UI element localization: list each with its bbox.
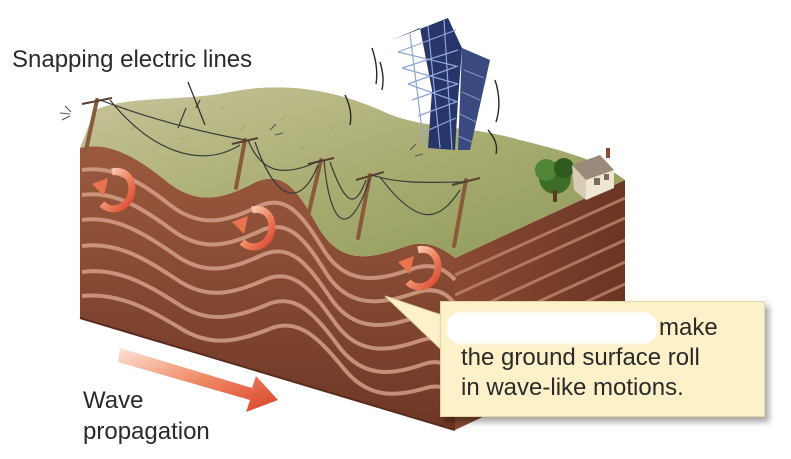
callout-line-3: in wave-like motions. — [461, 374, 684, 401]
snapping-wires — [99, 99, 467, 220]
ground-surface — [80, 87, 625, 258]
roll-arrow-icon — [232, 205, 276, 251]
snapping-lines-label: Snapping electric lines — [12, 46, 253, 73]
redaction-mark — [447, 312, 657, 344]
roll-arrow-icon — [92, 167, 136, 213]
shake-lines — [344, 47, 500, 155]
callout-box: make the ground surface roll in wave-lik… — [440, 301, 765, 417]
spark-icon — [59, 105, 424, 157]
wave-label-line-1: Wave — [83, 387, 144, 414]
house-icon — [572, 148, 614, 200]
callout-line-1: make — [659, 314, 718, 341]
block-front-face — [80, 146, 455, 430]
wave-label-line-2: propagation — [83, 418, 210, 445]
grass-texture — [129, 106, 575, 201]
wave-propagation-arrow — [118, 348, 278, 412]
building-icon — [392, 18, 490, 151]
callout-line-2: the ground surface roll — [461, 344, 700, 371]
tree-icon — [535, 158, 574, 202]
wave-propagation-label: Wave propagation — [83, 385, 210, 447]
roll-arrow-icon — [398, 245, 442, 291]
